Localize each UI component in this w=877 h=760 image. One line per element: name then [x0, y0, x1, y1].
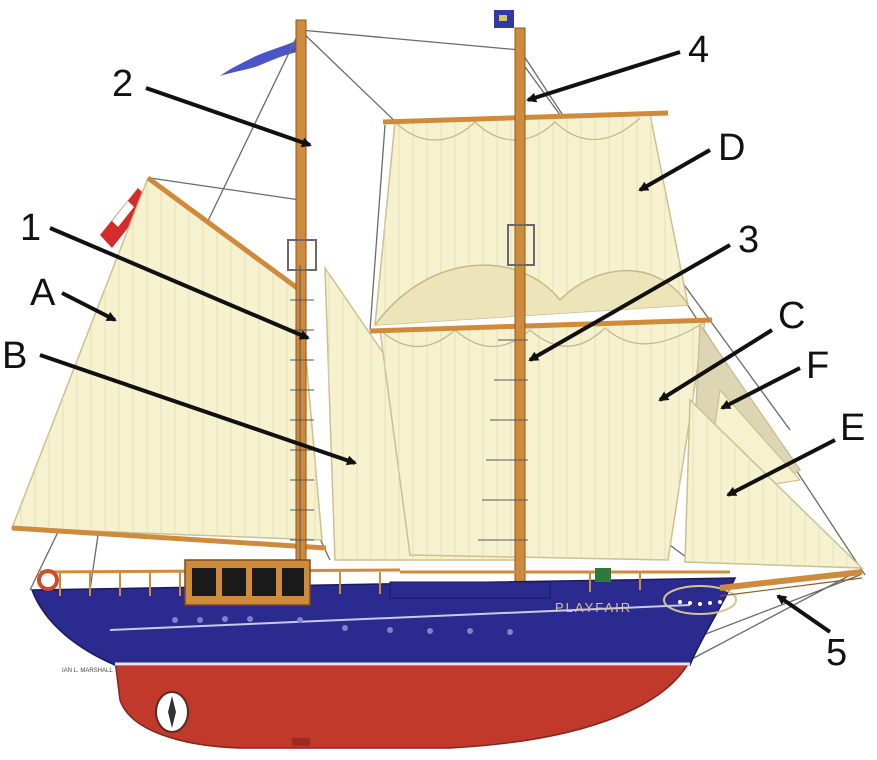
hull: PLAYFAIR IAN L. MARSHALL — [32, 578, 736, 748]
deck-railing — [40, 570, 730, 572]
label-2: 2 — [112, 63, 133, 105]
artist-signature: IAN L. MARSHALL — [62, 668, 113, 674]
sail-c-course — [370, 320, 712, 560]
propeller-porthole — [156, 692, 188, 732]
arrow-4 — [528, 52, 680, 100]
hull-topside — [32, 578, 735, 665]
label-b: B — [2, 335, 27, 377]
sail-e-outer-jib — [685, 400, 862, 568]
sail-d-topsail — [375, 113, 688, 325]
ship-name: PLAYFAIR — [555, 600, 632, 615]
label-3: 3 — [738, 219, 759, 261]
label-f: F — [806, 345, 829, 387]
label-4: 4 — [688, 29, 709, 71]
label-5: 5 — [826, 632, 847, 674]
arrow-5 — [778, 596, 830, 632]
arrow-2 — [146, 88, 310, 145]
label-1: 1 — [20, 207, 41, 249]
label-a: A — [30, 272, 56, 314]
label-d: D — [718, 127, 745, 169]
bowsprit — [720, 572, 862, 596]
label-e: E — [840, 407, 865, 449]
hull-plate — [292, 738, 310, 746]
life-ring — [39, 571, 57, 589]
label-c: C — [778, 295, 805, 337]
hull-underwater — [115, 660, 690, 748]
